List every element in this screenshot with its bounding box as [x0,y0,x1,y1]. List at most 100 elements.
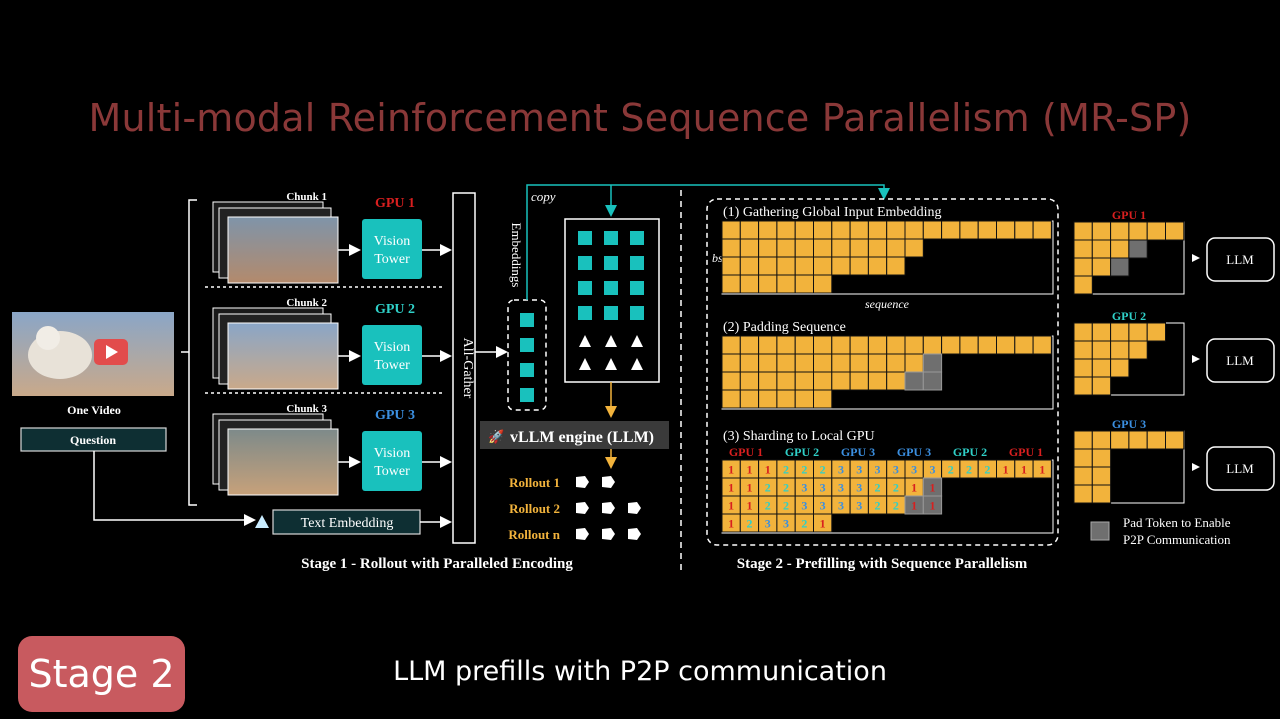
local-token [1091,221,1112,241]
visual-token [578,281,592,295]
shard-token-label: 3 [856,481,862,495]
shard-token-label: 2 [875,499,881,513]
text-token [631,335,643,347]
subtitle: LLM prefills with P2P communication [393,656,887,687]
sequence-token [758,335,778,355]
sequence-token [758,238,778,258]
shard-gpu-label: GPU 3 [897,445,931,459]
sequence-token [739,389,760,409]
local-token [1073,448,1093,468]
sequence-token [977,335,998,355]
sequence-token [922,335,943,355]
all-gather-label: All-Gather [460,338,475,399]
local-token [1091,376,1112,396]
embedding-token [520,338,534,352]
sequence-token [849,353,869,373]
chunk-label: Chunk 1 [286,191,327,203]
rollout-token [576,502,589,514]
sequence-token [996,220,1016,240]
video-thumbnail[interactable] [12,312,174,396]
sequence-token [776,353,796,373]
local-token [1073,322,1093,342]
sequence-token [813,389,833,409]
local-token [1146,221,1166,241]
shard-gpu-label: GPU 2 [785,445,819,459]
text-triangle-icon [255,515,269,528]
all-gather-box [452,192,476,544]
shard-token-label: 3 [820,481,826,495]
llm-box [1206,237,1275,282]
sequence-token [831,353,851,373]
sequence-token [758,353,778,373]
local-token [1146,322,1166,342]
sequence-token [977,220,998,240]
local-token [1146,430,1166,450]
local-token [1073,239,1093,259]
sequence-token [794,353,815,373]
sequence-token [886,371,906,391]
llm-box [1206,338,1275,383]
sequence-token [739,335,760,355]
sequence-token [886,220,906,240]
local-token [1128,430,1148,450]
legend-label: Pad Token to Enable P2P Communication [1123,515,1234,547]
shard-token-label: 3 [838,481,844,495]
sequence-token [758,256,778,276]
sequence-token [867,353,888,373]
sequence-token [849,220,869,240]
sequence-token [813,513,833,533]
local-token [1091,430,1112,450]
sequence-token [904,335,924,355]
sequence-token [922,353,943,373]
local-token [1073,376,1093,396]
sequence-token [739,371,760,391]
local-token [1073,466,1093,486]
sequence-token [739,220,760,240]
sequence-token [886,256,906,276]
question-label: Question [70,433,116,447]
sequence-token [904,220,924,240]
chunk-gpu-label: GPU 1 [375,196,415,211]
chunk-label: Chunk 2 [286,297,327,309]
shard-token-label: 3 [838,463,844,477]
sequence-token [794,371,815,391]
sequence-token [831,238,851,258]
stage-badge: Stage 2 [18,636,185,712]
llm-label: LLM [1226,461,1254,476]
sequence-token [721,335,741,355]
text-token [605,358,617,370]
local-token [1091,466,1112,486]
local-token [1128,322,1148,342]
local-gpu-label: GPU 2 [1112,309,1146,323]
vision-tower-label-1: Vision [374,234,411,249]
embedding-token [520,388,534,402]
local-token [1110,239,1130,259]
rollout-token [602,476,615,488]
copy-label: copy [531,189,556,204]
sequence-token [813,220,833,240]
sequence-token [721,256,741,276]
local-token [1073,275,1093,295]
sequence-token [922,371,943,391]
shard-token-label: 1 [1039,463,1045,477]
shard-token-label: 1 [728,517,734,531]
sequence-token [739,238,760,258]
visual-token [604,306,618,320]
text-embedding-label: Text Embedding [301,516,394,531]
visual-token [630,256,644,270]
local-token [1073,221,1093,241]
shard-token-label: 1 [728,463,734,477]
shard-token-label: 1 [728,499,734,513]
play-icon[interactable] [106,345,118,359]
chunk-gpu-label: GPU 2 [375,302,415,317]
shard-token-label: 2 [966,463,972,477]
vision-tower [362,219,422,279]
sequence-token [794,389,815,409]
chunk-frame [227,322,339,390]
shard-token-label: 2 [820,463,826,477]
shard-token-label: 3 [838,499,844,513]
pad-token-swatch [1090,521,1110,541]
sequence-token [831,220,851,240]
bs-label: bs [712,251,723,265]
